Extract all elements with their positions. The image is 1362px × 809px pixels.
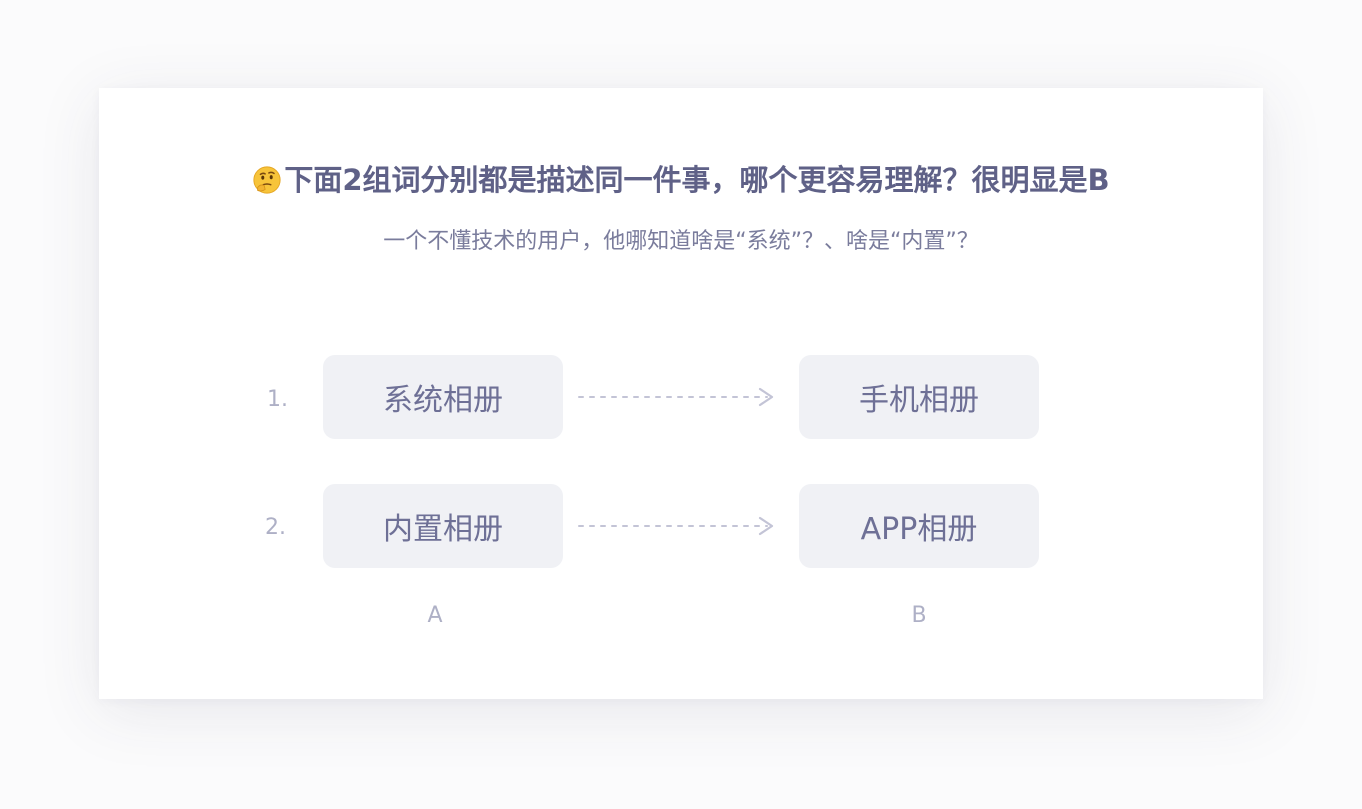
page-title: 下面2组词分别都是描述同一件事，哪个更容易理解？很明显是B — [99, 160, 1263, 200]
arrow-right-icon — [578, 516, 774, 536]
thinking-face-icon — [253, 166, 281, 194]
page-subtitle: 一个不懂技术的用户，他哪知道啥是“系统”？、啥是“内置”？ — [383, 229, 979, 254]
term-box-b-2: APP相册 — [799, 484, 1039, 568]
term-box-a-2: 内置相册 — [323, 484, 563, 568]
row-number-1: 1. — [267, 387, 288, 412]
column-label-b: B — [911, 603, 927, 628]
page-title-text: 下面2组词分别都是描述同一件事，哪个更容易理解？很明显是B — [284, 163, 1110, 197]
arrow-right-icon — [578, 387, 774, 407]
column-label-a: A — [427, 603, 443, 628]
term-box-b-1: 手机相册 — [799, 355, 1039, 439]
row-number-2: 2. — [265, 515, 286, 540]
term-box-a-1: 系统相册 — [323, 355, 563, 439]
content-card: 下面2组词分别都是描述同一件事，哪个更容易理解？很明显是B 一个不懂技术的用户，… — [99, 88, 1263, 699]
